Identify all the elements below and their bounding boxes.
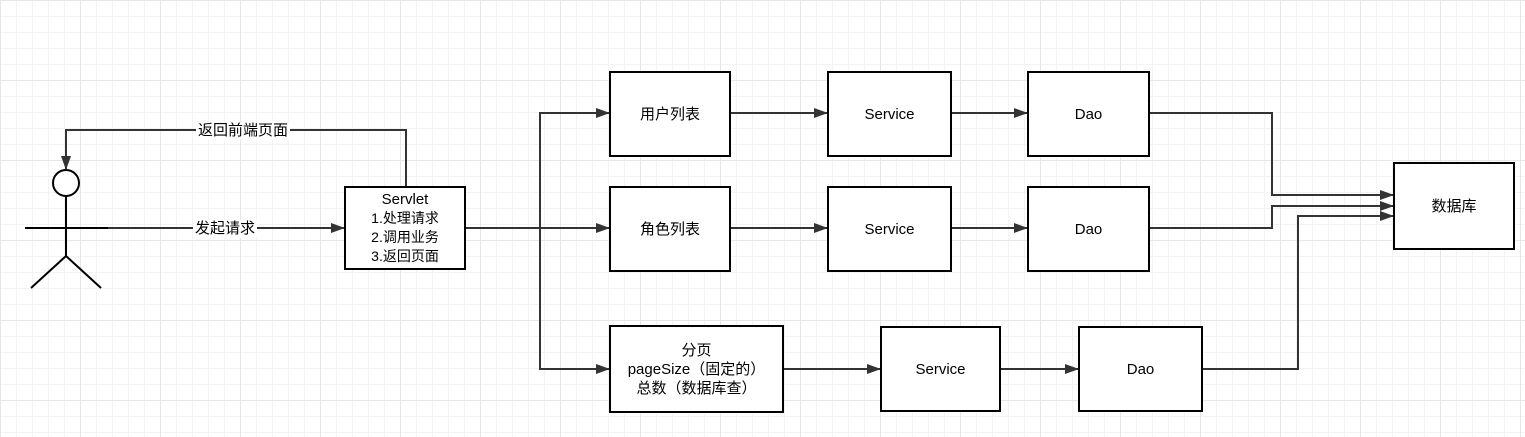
row2-dao-node[interactable]: Dao [1027, 186, 1150, 272]
user-list-node[interactable]: 用户列表 [609, 71, 731, 157]
servlet-node[interactable]: Servlet 1.处理请求 2.调用业务 3.返回页面 [344, 186, 466, 270]
database-node[interactable]: 数据库 [1393, 162, 1515, 250]
actor-icon [25, 169, 108, 289]
row1-dao-to-database-arrow [1150, 112, 1394, 200]
row2-service-node[interactable]: Service [827, 186, 952, 272]
row3-dao-node[interactable]: Dao [1078, 326, 1203, 412]
row2-service-label: Service [864, 220, 915, 238]
pagination-total: 总数（数据库查） [636, 379, 757, 397]
pagination-pagesize: pageSize（固定的） [627, 360, 766, 378]
return-edge-label: 返回前端页面 [196, 122, 291, 140]
row1-dao-label: Dao [1074, 105, 1103, 123]
request-edge-label: 发起请求 [193, 220, 258, 238]
servlet-title: Servlet [381, 191, 429, 208]
user-list-label: 用户列表 [639, 105, 700, 123]
row1-dao-node[interactable]: Dao [1027, 71, 1150, 157]
row2-dao-to-database-arrow [1150, 201, 1394, 229]
row1-service-label: Service [864, 105, 915, 123]
servlet-step-2: 2.调用业务 [371, 229, 439, 245]
servlet-to-row1-arrow [466, 108, 610, 229]
pagination-title: 分页 [681, 341, 712, 359]
role-list-label: 角色列表 [639, 220, 700, 238]
row3-service-node[interactable]: Service [880, 326, 1001, 412]
servlet-step-1: 1.处理请求 [371, 210, 439, 226]
row3-service-label: Service [915, 360, 966, 378]
servlet-to-row3-arrow [539, 228, 610, 374]
database-label: 数据库 [1431, 197, 1477, 215]
row3-dao-label: Dao [1126, 360, 1155, 378]
row3-dao-to-database-arrow [1203, 211, 1394, 370]
pagination-node[interactable]: 分页 pageSize（固定的） 总数（数据库查） [609, 325, 784, 413]
servlet-step-3: 3.返回页面 [371, 248, 439, 264]
row1-service-node[interactable]: Service [827, 71, 952, 157]
row2-dao-label: Dao [1074, 220, 1103, 238]
role-list-node[interactable]: 角色列表 [609, 186, 731, 272]
